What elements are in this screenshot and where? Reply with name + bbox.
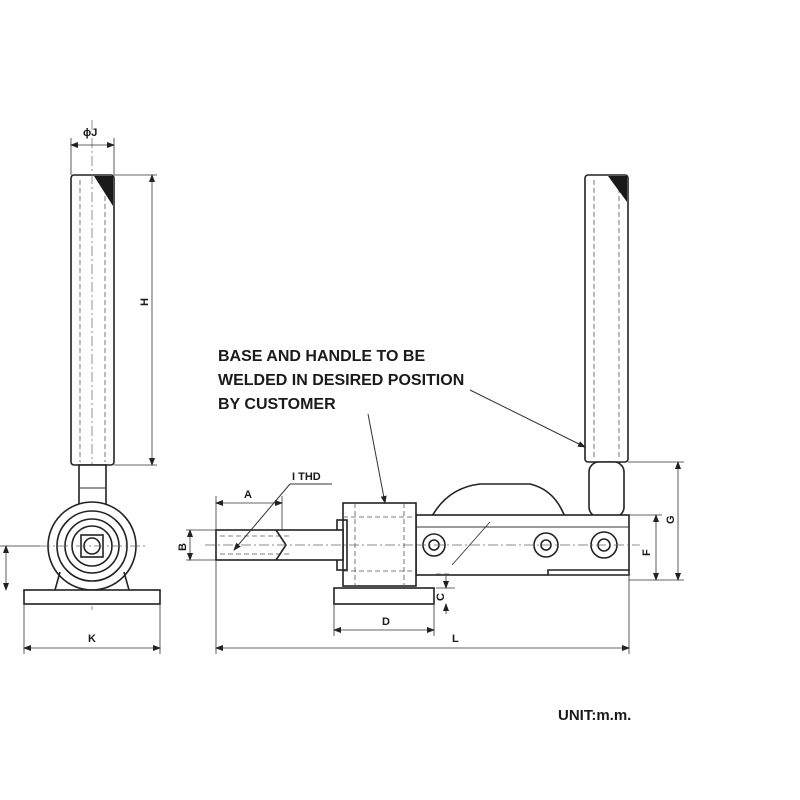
dim-label-k: K xyxy=(88,633,96,645)
side-view xyxy=(23,120,161,610)
note-leader-handle xyxy=(469,389,586,448)
dim-label-a: A xyxy=(244,489,252,501)
note-line-3: BY CUSTOMER xyxy=(218,396,336,413)
grip-cap-mark xyxy=(94,176,113,206)
dim-label-h: H xyxy=(139,298,151,306)
dim-label-thread: I THD xyxy=(292,471,321,483)
dim-label-d: D xyxy=(382,616,390,628)
note-leader-housing xyxy=(367,413,387,504)
grip-cap-mark-front xyxy=(608,176,627,202)
dim-label-phi-j: ϕJ xyxy=(83,127,97,139)
note-line-1: BASE AND HANDLE TO BE xyxy=(218,348,425,365)
unit-label: UNIT:m.m. xyxy=(558,707,631,724)
dim-label-c: C xyxy=(435,593,447,601)
front-view xyxy=(205,174,640,605)
dim-label-f: F xyxy=(641,549,653,556)
dim-label-b: B xyxy=(177,543,189,551)
dim-label-l: L xyxy=(452,633,459,645)
note-line-2: WELDED IN DESIRED POSITION xyxy=(218,372,464,389)
dim-label-g: G xyxy=(665,515,677,524)
front-view-dimensions: A I THD B C D L F G xyxy=(177,461,684,654)
side-view-dimensions: ϕJ H K xyxy=(0,127,161,654)
weld-note: BASE AND HANDLE TO BE WELDED IN DESIRED … xyxy=(218,348,586,504)
